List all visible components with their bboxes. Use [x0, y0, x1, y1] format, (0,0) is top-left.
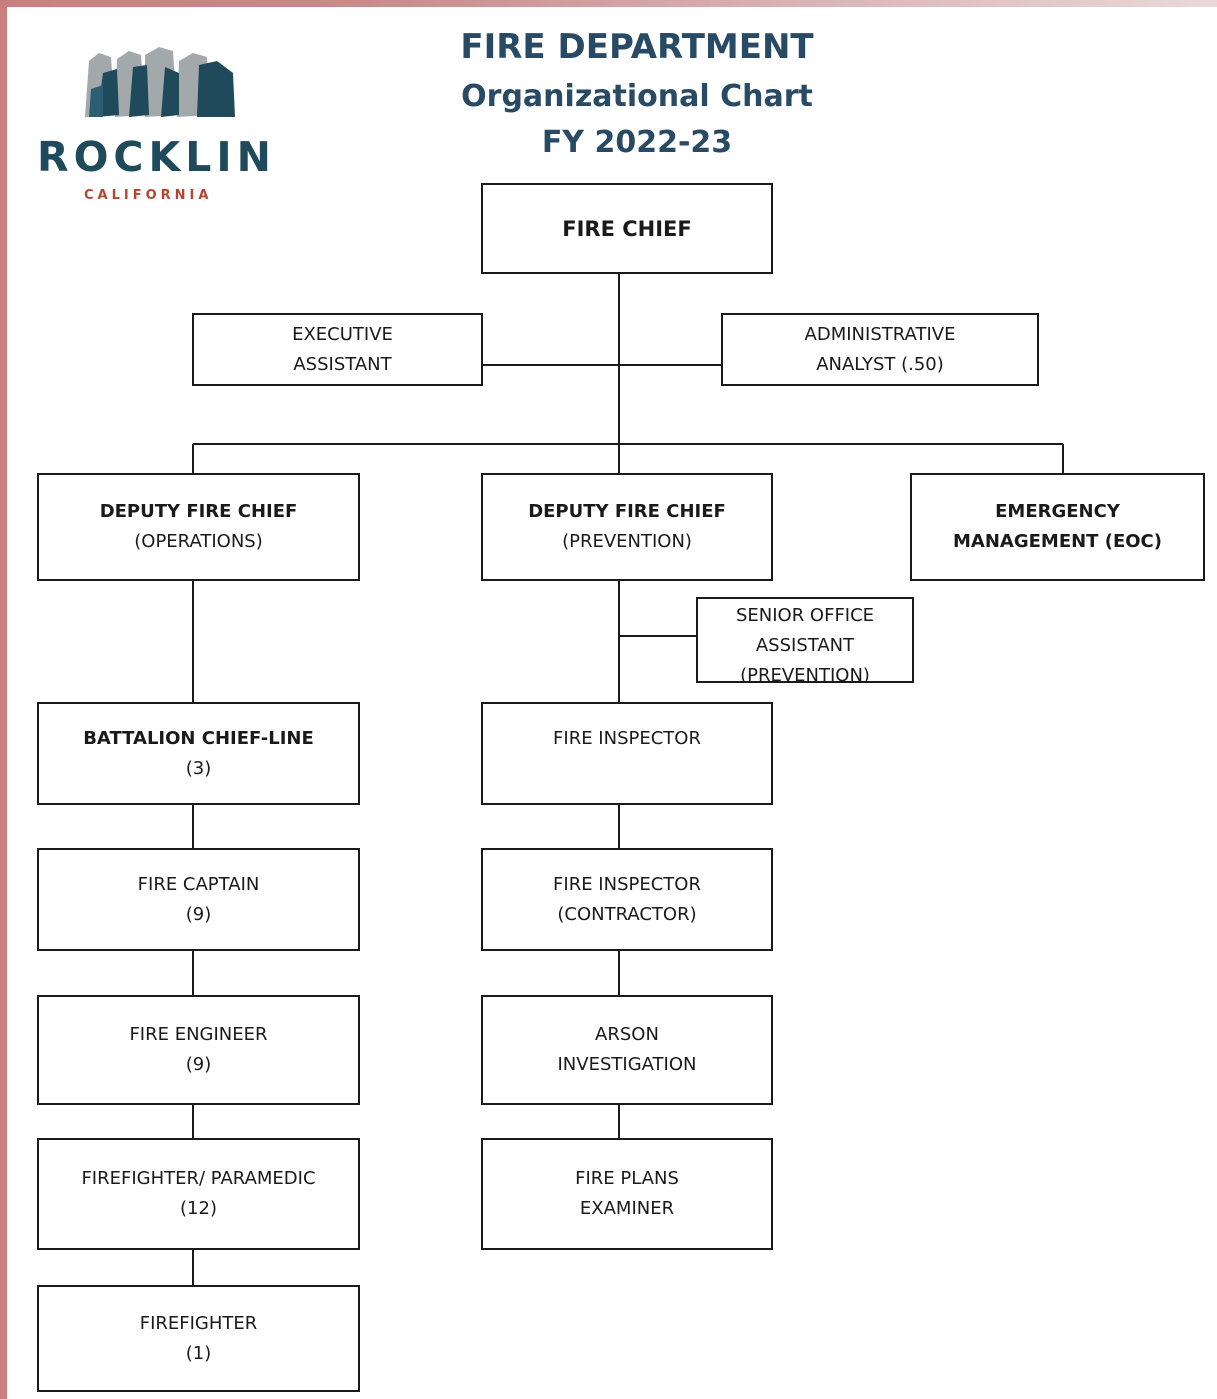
deputy-chief-operations-box: DEPUTY FIRE CHIEF (OPERATIONS)	[37, 473, 360, 581]
box-label: (OPERATIONS)	[134, 531, 263, 552]
box-label: FIRE ENGINEER	[129, 1024, 268, 1045]
box-label: FIRE CHIEF	[562, 216, 692, 241]
box-label: (9)	[185, 903, 212, 925]
box-label: EXAMINER	[579, 1198, 675, 1219]
box-label: ARSON	[595, 1024, 659, 1045]
logo-state-label: CALIFORNIA	[84, 188, 213, 203]
fire-inspector-box: FIRE INSPECTOR	[481, 702, 773, 805]
box-label: (12)	[180, 1198, 217, 1219]
box-label: ADMINISTRATIVE	[804, 323, 956, 345]
rock-formation-icon	[85, 47, 235, 117]
deputy-chief-prevention-box: DEPUTY FIRE CHIEF (PREVENTION)	[481, 473, 773, 581]
box-label: INVESTIGATION	[557, 1054, 697, 1075]
box-label: (9)	[185, 1054, 212, 1075]
rocklin-logo: ROCKLIN CALIFORNIA	[37, 43, 287, 213]
battalion-chief-box: BATTALION CHIEF-LINE (3)	[37, 702, 360, 805]
org-chart-page: ROCKLIN CALIFORNIA FIRE DEPARTMENT Organ…	[7, 7, 1217, 1399]
box-label: ANALYST (.50)	[816, 353, 944, 375]
fire-captain-box: FIRE CAPTAIN (9)	[37, 848, 360, 951]
box-label: (PREVENTION)	[562, 531, 692, 552]
box-label: (3)	[185, 757, 212, 779]
administrative-analyst-box: ADMINISTRATIVE ANALYST (.50)	[721, 313, 1039, 386]
box-label: (CONTRACTOR)	[557, 903, 697, 925]
box-label: (PREVENTION)	[740, 665, 870, 683]
box-label: FIREFIGHTER/ PARAMEDIC	[81, 1168, 316, 1189]
connector-lines	[192, 273, 1064, 1285]
box-label: FIRE CAPTAIN	[137, 873, 260, 895]
fire-inspector-contractor-box: FIRE INSPECTOR (CONTRACTOR)	[481, 848, 773, 951]
box-label: ASSISTANT	[293, 353, 392, 375]
logo-wordmark: ROCKLIN	[37, 133, 276, 181]
box-label: FIRE INSPECTOR	[553, 873, 701, 895]
box-label: FIRE PLANS	[575, 1168, 679, 1189]
box-label: DEPUTY FIRE CHIEF	[528, 501, 726, 522]
box-label: SENIOR OFFICE	[735, 605, 875, 626]
box-label: MANAGEMENT (EOC)	[953, 531, 1162, 552]
box-label: EXECUTIVE	[292, 323, 393, 345]
box-label: ASSISTANT	[755, 635, 855, 656]
senior-office-assistant-box: SENIOR OFFICE ASSISTANT (PREVENTION)	[696, 597, 914, 683]
box-label: FIRE INSPECTOR	[553, 727, 701, 749]
fire-plans-examiner-box: FIRE PLANS EXAMINER	[481, 1138, 773, 1250]
box-label: DEPUTY FIRE CHIEF	[99, 501, 298, 522]
box-label: FIREFIGHTER	[139, 1312, 258, 1334]
executive-assistant-box: EXECUTIVE ASSISTANT	[192, 313, 483, 386]
box-label: EMERGENCY	[995, 501, 1120, 522]
box-label: BATTALION CHIEF-LINE	[83, 727, 314, 749]
fire-chief-box: FIRE CHIEF	[481, 183, 773, 274]
page-title: FIRE DEPARTMENT	[460, 27, 814, 67]
firefighter-paramedic-box: FIREFIGHTER/ PARAMEDIC (12)	[37, 1138, 360, 1250]
arson-investigation-box: ARSON INVESTIGATION	[481, 995, 773, 1105]
box-label: (1)	[185, 1342, 212, 1364]
fire-engineer-box: FIRE ENGINEER (9)	[37, 995, 360, 1105]
firefighter-box: FIREFIGHTER (1)	[37, 1285, 360, 1392]
page-subtitle: Organizational Chart	[461, 79, 813, 114]
fiscal-year-label: FY 2022-23	[541, 125, 733, 160]
emergency-management-box: EMERGENCY MANAGEMENT (EOC)	[910, 473, 1205, 581]
